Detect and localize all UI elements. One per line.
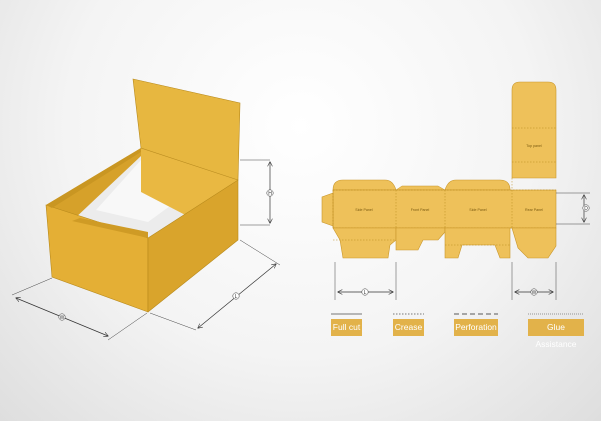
height-label: H [268, 191, 272, 197]
glue-flap [321, 192, 334, 227]
dieline-dimension-lines: D L W [334, 192, 590, 300]
dieline-rear-width-label: W [532, 290, 537, 296]
panel-label-side-1: Side Panel [355, 208, 373, 212]
top-panel [511, 81, 557, 179]
width-label: W [60, 315, 65, 321]
legend-full-cut: Full cut [331, 319, 362, 336]
box-dimension-lines: H L W [11, 159, 281, 341]
panel-label-front: Front Panel [411, 208, 430, 212]
panel-label-rear: Rear Panel [525, 208, 543, 212]
legend-crease: Crease [393, 319, 424, 336]
legend-perforation: Perforation [454, 319, 498, 336]
dieline-width-label: L [364, 290, 367, 296]
box-side-face [147, 179, 239, 313]
open-box-illustration [45, 78, 241, 313]
dieline-template: Top panel Side Panel Front Panel Side Pa… [321, 81, 557, 259]
dieline-depth-label: D [584, 206, 588, 212]
top-panel-label: Top panel [526, 144, 542, 148]
length-label: L [235, 294, 238, 300]
panel-label-side-2: Side Panel [469, 208, 487, 212]
legend-glue-assistance: Glue Assistance [528, 319, 584, 349]
